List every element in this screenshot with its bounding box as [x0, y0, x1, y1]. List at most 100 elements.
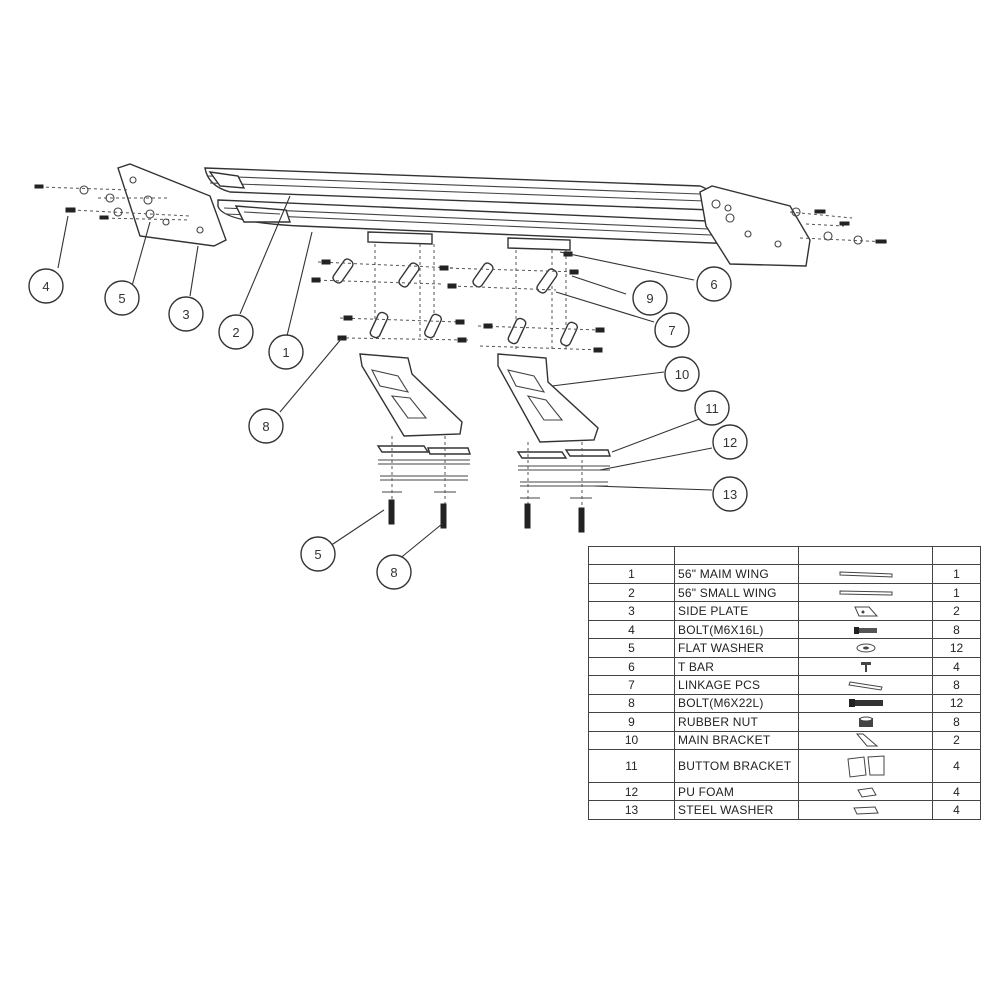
- callout-9: 9: [632, 280, 668, 316]
- callout-7: 7: [654, 312, 690, 348]
- callout-1: 1: [268, 334, 304, 370]
- t-bar-right: [507, 237, 571, 350]
- center-bolts: [311, 251, 605, 353]
- callout-5-lower: 5: [300, 536, 336, 572]
- side-plate-right: [699, 185, 811, 267]
- main-bracket-icon: [798, 730, 933, 751]
- long-bolt-icon: [798, 693, 933, 714]
- part-name-cell: 56" MAIM WING: [674, 564, 799, 584]
- flat-washer-icon: [798, 638, 933, 658]
- callout-label: 11: [705, 401, 719, 416]
- bottom-stack-left: [376, 436, 471, 529]
- part-name-cell: PU FOAM: [674, 781, 799, 802]
- callout-4: 4: [28, 268, 64, 304]
- small-wing: [204, 167, 713, 211]
- callout-label: 2: [232, 325, 239, 340]
- quantity-cell: 4: [932, 781, 981, 802]
- callout-8-upper: 8: [248, 408, 284, 444]
- part-name-cell: FLAT WASHER: [674, 638, 799, 658]
- part-number-cell: 8: [588, 693, 675, 714]
- callout-12: 12: [712, 424, 748, 460]
- callout-label: 10: [675, 367, 689, 382]
- left-hardware: [34, 184, 191, 221]
- main-wing: [217, 199, 741, 245]
- part-name-cell: BOLT(M6X16L): [674, 619, 799, 640]
- part-number-cell: 12: [588, 781, 675, 802]
- part-number-cell: 2: [588, 582, 675, 603]
- small-wing-icon: [798, 582, 933, 603]
- callout-label: 4: [42, 279, 49, 294]
- part-number-cell: 7: [588, 675, 675, 695]
- side-plate-icon: [798, 601, 933, 621]
- part-name-cell: BUTTOM BRACKET: [674, 749, 799, 783]
- part-number-cell: 11: [588, 749, 675, 783]
- quantity-cell: 8: [932, 675, 981, 695]
- part-name-cell: MAIN BRACKET: [674, 730, 799, 751]
- quantity-cell: 2: [932, 730, 981, 751]
- callout-3: 3: [168, 296, 204, 332]
- bottom-bracket-icon: [798, 749, 933, 783]
- callout-5-upper: 5: [104, 280, 140, 316]
- part-name-cell: RUBBER NUT: [674, 712, 799, 732]
- part-number-cell: 10: [588, 730, 675, 751]
- main-bracket-left: [359, 353, 463, 437]
- quantity-cell: 1: [932, 582, 981, 603]
- header-cell: [932, 545, 981, 566]
- side-plate-left: [117, 163, 227, 247]
- part-number-cell: 1: [588, 564, 675, 584]
- quantity-cell: 2: [932, 601, 981, 621]
- callout-label: 8: [262, 419, 269, 434]
- callout-label: 6: [710, 277, 717, 292]
- quantity-cell: 12: [932, 693, 981, 714]
- short-bolt-icon: [798, 619, 933, 640]
- header-cell: [798, 545, 933, 566]
- part-number-cell: 4: [588, 619, 675, 640]
- t-bar-icon: [798, 656, 933, 677]
- part-name-cell: T BAR: [674, 656, 799, 677]
- linkage-icon: [798, 675, 933, 695]
- callout-6: 6: [696, 266, 732, 302]
- callout-label: 3: [182, 307, 189, 322]
- quantity-cell: 1: [932, 564, 981, 584]
- quantity-cell: 4: [932, 749, 981, 783]
- header-cell: [588, 545, 675, 566]
- bottom-stack-right: [516, 442, 611, 533]
- quantity-cell: 4: [932, 656, 981, 677]
- callout-11: 11: [694, 390, 730, 426]
- part-number-cell: 3: [588, 601, 675, 621]
- part-number-cell: 9: [588, 712, 675, 732]
- callout-label: 5: [314, 547, 321, 562]
- quantity-cell: 12: [932, 638, 981, 658]
- callout-2: 2: [218, 314, 254, 350]
- part-number-cell: 5: [588, 638, 675, 658]
- leader-lines: [57, 195, 713, 561]
- part-name-cell: SIDE PLATE: [674, 601, 799, 621]
- part-name-cell: BOLT(M6X22L): [674, 693, 799, 714]
- quantity-cell: 8: [932, 619, 981, 640]
- quantity-cell: 4: [932, 800, 981, 820]
- main-bracket-right: [497, 353, 599, 443]
- callout-8-lower: 8: [376, 554, 412, 590]
- rubber-nut-icon: [798, 712, 933, 732]
- callout-label: 7: [668, 323, 675, 338]
- callout-label: 9: [646, 291, 653, 306]
- table-header-row: [588, 545, 981, 566]
- callout-label: 8: [390, 565, 397, 580]
- pu-foam-icon: [798, 781, 933, 802]
- steel-washer-icon: [798, 800, 933, 820]
- part-name-cell: LINKAGE PCS: [674, 675, 799, 695]
- callout-label: 13: [723, 487, 737, 502]
